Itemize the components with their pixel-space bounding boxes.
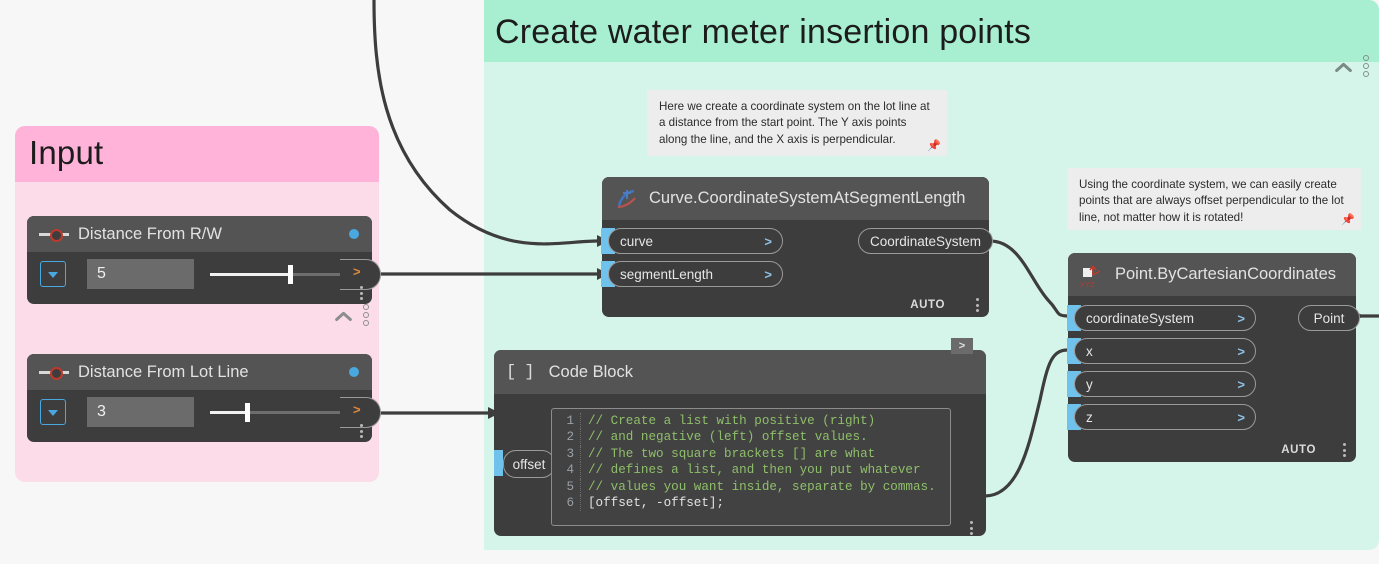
input-port-curve[interactable]: curve > (608, 228, 783, 254)
input-port-tab[interactable] (494, 450, 503, 476)
node-title: Curve.CoordinateSystemAtSegmentLength (649, 189, 966, 207)
port-label: z (1086, 409, 1093, 425)
port-caret-icon: > (1237, 310, 1245, 326)
status-dot (349, 229, 359, 239)
node-title: Distance From Lot Line (78, 362, 249, 381)
output-port-coordinatesystem[interactable]: CoordinateSystem (858, 228, 993, 254)
more-options-icon[interactable] (360, 286, 363, 300)
chevron-up-icon[interactable] (1334, 60, 1354, 72)
line-number: 2 (552, 429, 581, 446)
port-caret-icon: > (1237, 376, 1245, 392)
port-label: offset (512, 456, 546, 472)
status-dot (349, 367, 359, 377)
slider-icon (39, 365, 69, 380)
input-port-coordinatesystem[interactable]: coordinateSystem > (1074, 305, 1256, 331)
group-green-header (484, 0, 1379, 62)
code-text: [offset, -offset]; (588, 496, 725, 511)
slider-row[interactable]: 3 (27, 390, 381, 442)
more-options-icon[interactable] (970, 521, 973, 535)
run-mode-label: AUTO (910, 299, 945, 311)
chevron-down-icon[interactable] (40, 261, 66, 287)
port-label: coordinateSystem (1086, 310, 1195, 326)
code-text: // values you want inside, separate by c… (588, 479, 936, 494)
slider-value-input[interactable]: 5 (87, 259, 194, 289)
more-options-icon[interactable] (976, 298, 979, 312)
group-pink-title: Input (29, 134, 104, 171)
note-text: Using the coordinate system, we can easi… (1079, 178, 1344, 224)
line-number: 4 (552, 462, 581, 479)
group-pink-controls[interactable] (334, 304, 369, 326)
xyz-point-icon: XYZ (1080, 262, 1106, 289)
more-options-icon[interactable] (1363, 55, 1369, 77)
line-number: 6 (552, 495, 581, 512)
port-label: y (1086, 376, 1093, 392)
more-options-icon[interactable] (360, 424, 363, 438)
run-mode-label: AUTO (1281, 444, 1316, 456)
input-port-y[interactable]: y > (1074, 371, 1256, 397)
code-text: // and negative (left) offset values. (588, 430, 868, 445)
output-port-codeblock[interactable]: > (951, 338, 973, 354)
port-label: CoordinateSystem (869, 233, 982, 249)
xyz-label: XYZ (1080, 281, 1095, 289)
output-port-point[interactable]: Point (1298, 305, 1360, 331)
slider-value-input[interactable]: 3 (87, 397, 194, 427)
code-text: // defines a list, and then you put what… (588, 463, 921, 478)
node-header: XYZ Point.ByCartesianCoordinates (1068, 253, 1356, 296)
slider-output-port[interactable] (340, 397, 381, 428)
node-distance-from-lot-line[interactable]: Distance From Lot Line 3 (27, 354, 381, 442)
chevron-up-icon[interactable] (334, 309, 354, 321)
note-coordinate-system[interactable]: Here we create a coordinate system on th… (647, 90, 947, 156)
line-number: 3 (552, 445, 581, 463)
node-distance-from-rw[interactable]: Distance From R/W 5 (27, 216, 381, 304)
note-text: Here we create a coordinate system on th… (659, 100, 930, 146)
group-pink-header (15, 126, 379, 182)
node-point-bycartesiancoordinates[interactable]: XYZ Point.ByCartesianCoordinates coordin… (1068, 253, 1360, 462)
node-header: [ ] Code Block (494, 350, 986, 394)
port-caret-icon: > (1237, 343, 1245, 359)
slider-handle[interactable] (288, 265, 293, 284)
node-curve-coordinatesystematsegmentlength[interactable]: Curve.CoordinateSystemAtSegmentLength cu… (602, 177, 993, 317)
port-caret-icon: > (1237, 409, 1245, 425)
code-editor[interactable]: 1// Create a list with positive (right) … (551, 408, 951, 526)
node-title: Code Block (548, 362, 633, 381)
curve-icon (614, 187, 640, 211)
input-port-x[interactable]: x > (1074, 338, 1256, 364)
code-text: // Create a list with positive (right) (588, 414, 876, 428)
node-header: Curve.CoordinateSystemAtSegmentLength (602, 177, 989, 220)
port-label: curve (620, 233, 654, 249)
port-label: Point (1313, 310, 1345, 326)
slider-icon (39, 227, 69, 242)
slider-track[interactable] (210, 403, 348, 422)
code-block-icon: [ ] (506, 362, 535, 382)
node-title: Point.ByCartesianCoordinates (1115, 265, 1337, 283)
slider-handle[interactable] (245, 403, 250, 422)
port-label: x (1086, 343, 1093, 359)
more-options-icon[interactable] (1343, 443, 1346, 457)
node-code-block[interactable]: [ ] Code Block offset 1 // Create a list … (494, 338, 986, 536)
input-port-offset[interactable]: offset (503, 450, 555, 478)
pushpin-icon[interactable]: 📌 (927, 140, 941, 152)
note-offset-points[interactable]: Using the coordinate system, we can easi… (1067, 168, 1361, 230)
slider-output-port[interactable] (340, 259, 381, 290)
port-caret-icon: > (764, 266, 772, 282)
input-port-z[interactable]: z > (1074, 404, 1256, 430)
group-green-controls[interactable] (1334, 55, 1369, 77)
more-options-icon[interactable] (363, 304, 369, 326)
pushpin-icon[interactable]: 📌 (1341, 214, 1355, 226)
slider-row[interactable]: 5 (27, 252, 381, 304)
chevron-down-icon[interactable] (40, 399, 66, 425)
slider-track[interactable] (210, 265, 348, 284)
port-label: segmentLength (620, 266, 714, 282)
node-header: Distance From R/W (27, 216, 372, 252)
port-caret-icon: > (764, 233, 772, 249)
line-number: 5 (552, 478, 581, 496)
group-green-title: Create water meter insertion points (495, 13, 1032, 51)
input-port-segmentlength[interactable]: segmentLength > (608, 261, 783, 287)
code-text: // The two square brackets [] are what (588, 446, 876, 461)
line-number: 1 (552, 413, 581, 430)
node-title: Distance From R/W (78, 224, 222, 243)
node-header: Distance From Lot Line (27, 354, 372, 390)
